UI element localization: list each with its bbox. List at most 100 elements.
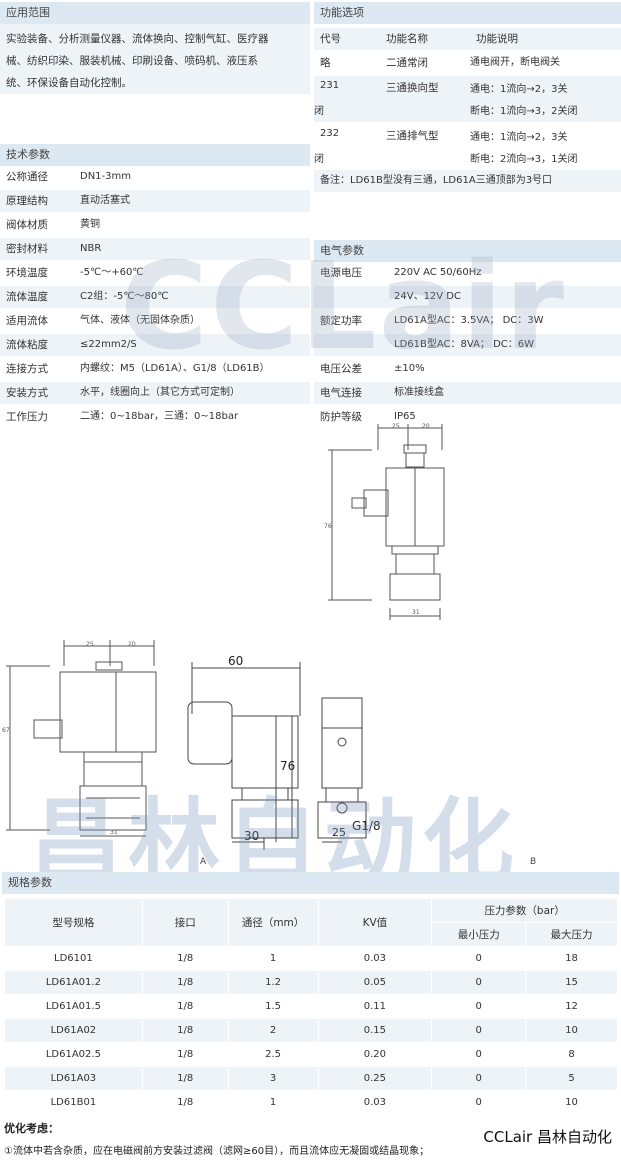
- spec-col-bore: 通径（mm）: [227, 898, 319, 947]
- function-desc: 断电：2流向→3，1关闭: [470, 154, 578, 165]
- function-desc: 通电：1流向→2，3关: [470, 84, 568, 95]
- function-desc: 通电：1流向→2，3关: [470, 132, 568, 143]
- function-name: 三通换向型: [386, 82, 439, 94]
- spec-table-wrap: 型号规格 接口 通径（mm） KV值 压力参数（bar） 最小压力 最大压力 L…: [4, 898, 618, 1115]
- function-row: 232 闭 三通排气型 通电：1流向→2，3关 断电：2流向→3，1关闭: [314, 124, 621, 170]
- spec-cell: 0: [431, 1018, 527, 1043]
- elec-row: 电压公差 ±10%: [314, 358, 621, 380]
- spec-cell: 10: [525, 1090, 618, 1115]
- application-scope-body: 实验装备、分析测量仪器、流体换向、控制气缸、医疗器 械、纺织印染、服装机械、印刷…: [0, 24, 310, 94]
- function-desc: 断电：1流向→3，2关闭: [470, 106, 578, 117]
- tech-label: 工作压力: [6, 411, 48, 423]
- spec-col-port: 接口: [141, 898, 229, 947]
- tech-value: 水平，线圈向上（其它方式可定制）: [80, 387, 240, 398]
- spec-cell: LD61A01.2: [4, 970, 143, 995]
- dim-label: 30: [244, 829, 259, 843]
- elec-label: 电压公差: [320, 363, 362, 375]
- dim-label: 67: [2, 727, 10, 734]
- spec-col-kv: KV值: [317, 898, 433, 947]
- dim-label: G1/8: [352, 819, 381, 833]
- spec-cell: LD6101: [4, 946, 143, 971]
- dim-label: 76: [280, 759, 295, 773]
- dim-label: 20: [128, 641, 136, 648]
- tech-value: 黄铜: [80, 219, 100, 230]
- view-label-a: A: [200, 857, 207, 867]
- spec-cell: 0.15: [317, 1018, 433, 1043]
- tech-label: 安装方式: [6, 387, 48, 399]
- spec-cell: 0: [431, 1042, 527, 1067]
- spec-cell: 0: [431, 994, 527, 1019]
- tech-label: 连接方式: [6, 363, 48, 375]
- electrical-params-header: 电气参数: [314, 240, 621, 262]
- spec-params-header: 规格参数: [2, 872, 619, 894]
- tech-row: 流体粘度≤22mm2/S: [0, 334, 310, 356]
- spec-cell: 18: [525, 946, 618, 971]
- spec-cell: 1: [227, 1090, 319, 1115]
- tech-value: 内螺纹：M5（LD61A）、G1/8（LD61B）: [80, 363, 270, 374]
- spec-table: 型号规格 接口 通径（mm） KV值 压力参数（bar） 最小压力 最大压力 L…: [4, 898, 618, 1115]
- elec-label: 额定功率: [320, 315, 362, 327]
- tech-row: 连接方式 内螺纹：M5（LD61A）、G1/8（LD61B）: [0, 358, 310, 380]
- spec-cell: 10: [525, 1018, 618, 1043]
- notes-title: 优化考虑：: [4, 1122, 59, 1135]
- elec-value: LD61A型AC：3.5VA； DC：3W: [394, 315, 544, 326]
- tech-label: 适用流体: [6, 315, 48, 327]
- tech-label: 阀体材质: [6, 219, 48, 231]
- spec-cell: 0.03: [317, 1090, 433, 1115]
- elec-row: LD61B型AC：8VA； DC：6W: [314, 334, 621, 356]
- spec-cell: 1.2: [227, 970, 319, 995]
- function-note: 备注：LD61B型没有三通，LD61A三通顶部为3号口: [314, 170, 621, 192]
- tech-row: 流体温度 C2组：-5℃～80℃: [0, 286, 310, 308]
- tech-value: 直动活塞式: [80, 195, 130, 206]
- brand-logo-text: CCLair 昌林自动化: [444, 1124, 612, 1150]
- dim-label: 76: [324, 523, 332, 530]
- dim-label: 25: [332, 826, 346, 839]
- function-options-columns: 代号 功能名称 功能说明: [314, 28, 621, 50]
- spec-cell: LD61A01.5: [4, 994, 143, 1019]
- spec-cell: 8: [525, 1042, 618, 1067]
- elec-row: 额定功率 LD61A型AC：3.5VA； DC：3W: [314, 310, 621, 332]
- spec-cell: 2.5: [227, 1042, 319, 1067]
- spec-cell: 1/8: [141, 1090, 229, 1115]
- tech-row: 适用流体气体、液体（无固体杂质）: [0, 310, 310, 332]
- dim-label: 25: [392, 423, 400, 430]
- function-code: 略: [320, 57, 331, 69]
- spec-cell: 1/8: [141, 946, 229, 971]
- notes-line-1: ①流体中若含杂质，应在电磁阀前方安装过滤阀（滤网≥60目），而且流体应无凝固或结…: [4, 1146, 430, 1157]
- tech-row: 工作压力二通：0~18bar，三通：0~18bar: [0, 406, 310, 428]
- function-options-header: 功能选项: [314, 2, 621, 24]
- elec-value: IP65: [394, 411, 416, 422]
- elec-value: ±10%: [394, 363, 425, 374]
- view-label-b: B: [530, 857, 536, 867]
- elec-value: LD61B型AC：8VA； DC：6W: [394, 339, 535, 350]
- spec-cell: 1: [227, 946, 319, 971]
- spec-cell: 1/8: [141, 970, 229, 995]
- function-code: 闭: [314, 106, 324, 117]
- tech-value: DN1-3mm: [80, 171, 131, 182]
- spec-cell: 0.11: [317, 994, 433, 1019]
- col-code: 代号: [320, 33, 341, 45]
- function-desc: 通电阀开，断电阀关: [470, 57, 560, 68]
- tech-row: 环境温度-5℃～+60℃: [0, 262, 310, 284]
- tech-value: C2组：-5℃～80℃: [80, 291, 169, 302]
- spec-cell: 0: [431, 1066, 527, 1091]
- valve-drawing-3: 60 76 30 25 G1/8 A B: [187, 654, 536, 867]
- elec-label: 防护等级: [320, 411, 362, 423]
- spec-cell: 3: [227, 1066, 319, 1091]
- spec-col-max: 最大压力: [525, 922, 618, 947]
- valve-drawing-2: 25 20 67 31: [2, 640, 157, 837]
- spec-cell: 1/8: [141, 1066, 229, 1091]
- function-row: 略 二通常闭 通电阀开，断电阀关: [314, 52, 621, 74]
- tech-value: -5℃～+60℃: [80, 267, 144, 278]
- spec-cell: 0.25: [317, 1066, 433, 1091]
- spec-cell: 0: [431, 946, 527, 971]
- spec-cell: 1/8: [141, 1018, 229, 1043]
- tech-label: 流体温度: [6, 291, 48, 303]
